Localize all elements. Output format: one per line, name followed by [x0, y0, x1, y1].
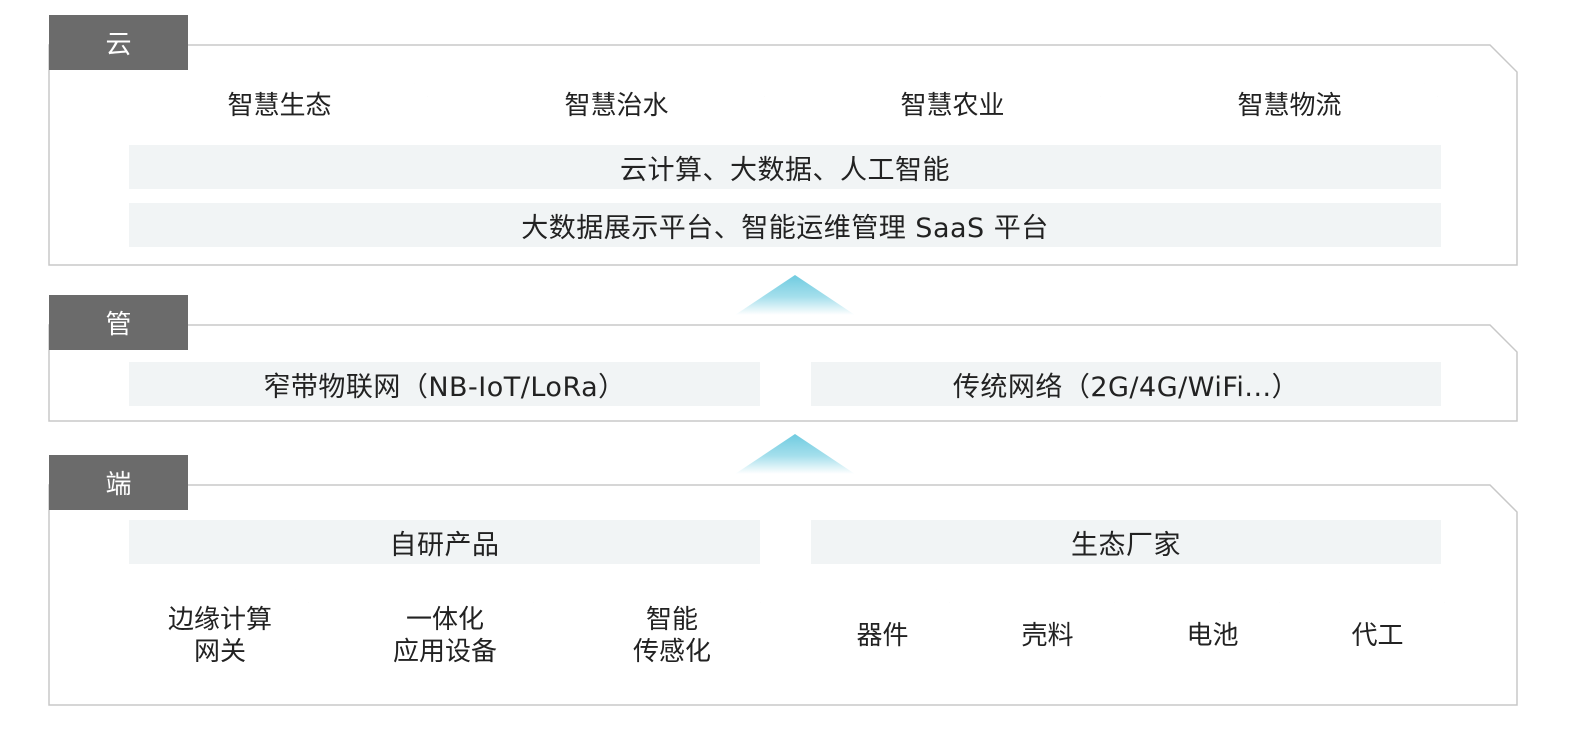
product-card-line: 传感化 [632, 636, 711, 667]
product-card-line: 一体化 [405, 604, 484, 635]
up-arrow-icon [735, 434, 855, 474]
vendor-card-components: 器件 [815, 589, 950, 682]
product-card-line: 智能 [645, 604, 698, 635]
product-card-line: 边缘计算 [167, 604, 272, 635]
cloud-computing-band: 云计算、大数据、人工智能 [129, 145, 1441, 189]
pipe-layer-tab: 管 [49, 295, 188, 350]
traditional-network-band: 传统网络（2G/4G/WiFi...） [811, 362, 1441, 406]
nb-iot-band: 窄带物联网（NB-IoT/LoRa） [129, 362, 760, 406]
product-card-smart-sensing: 智能 传感化 [583, 589, 761, 682]
vendor-card-oem: 代工 [1310, 589, 1445, 682]
product-card-integrated-device: 一体化 应用设备 [356, 589, 534, 682]
saas-platform-band: 大数据展示平台、智能运维管理 SaaS 平台 [129, 203, 1441, 247]
self-developed-header: 自研产品 [129, 520, 760, 564]
cloud-layer-tab: 云 [49, 15, 188, 70]
app-card-water: 智慧治水 [468, 83, 765, 128]
product-card-edge-gateway: 边缘计算 网关 [131, 589, 309, 682]
app-card-logistics: 智慧物流 [1141, 83, 1438, 128]
product-card-line: 网关 [193, 636, 246, 667]
up-arrow-icon [735, 275, 855, 315]
ecosystem-vendors-header: 生态厂家 [811, 520, 1441, 564]
product-card-line: 应用设备 [392, 636, 497, 667]
edge-layer-tab: 端 [49, 455, 188, 510]
vendor-card-battery: 电池 [1145, 589, 1280, 682]
vendor-card-housing: 壳料 [980, 589, 1115, 682]
app-card-agriculture: 智慧农业 [804, 83, 1101, 128]
app-card-ecology: 智慧生态 [131, 83, 428, 128]
